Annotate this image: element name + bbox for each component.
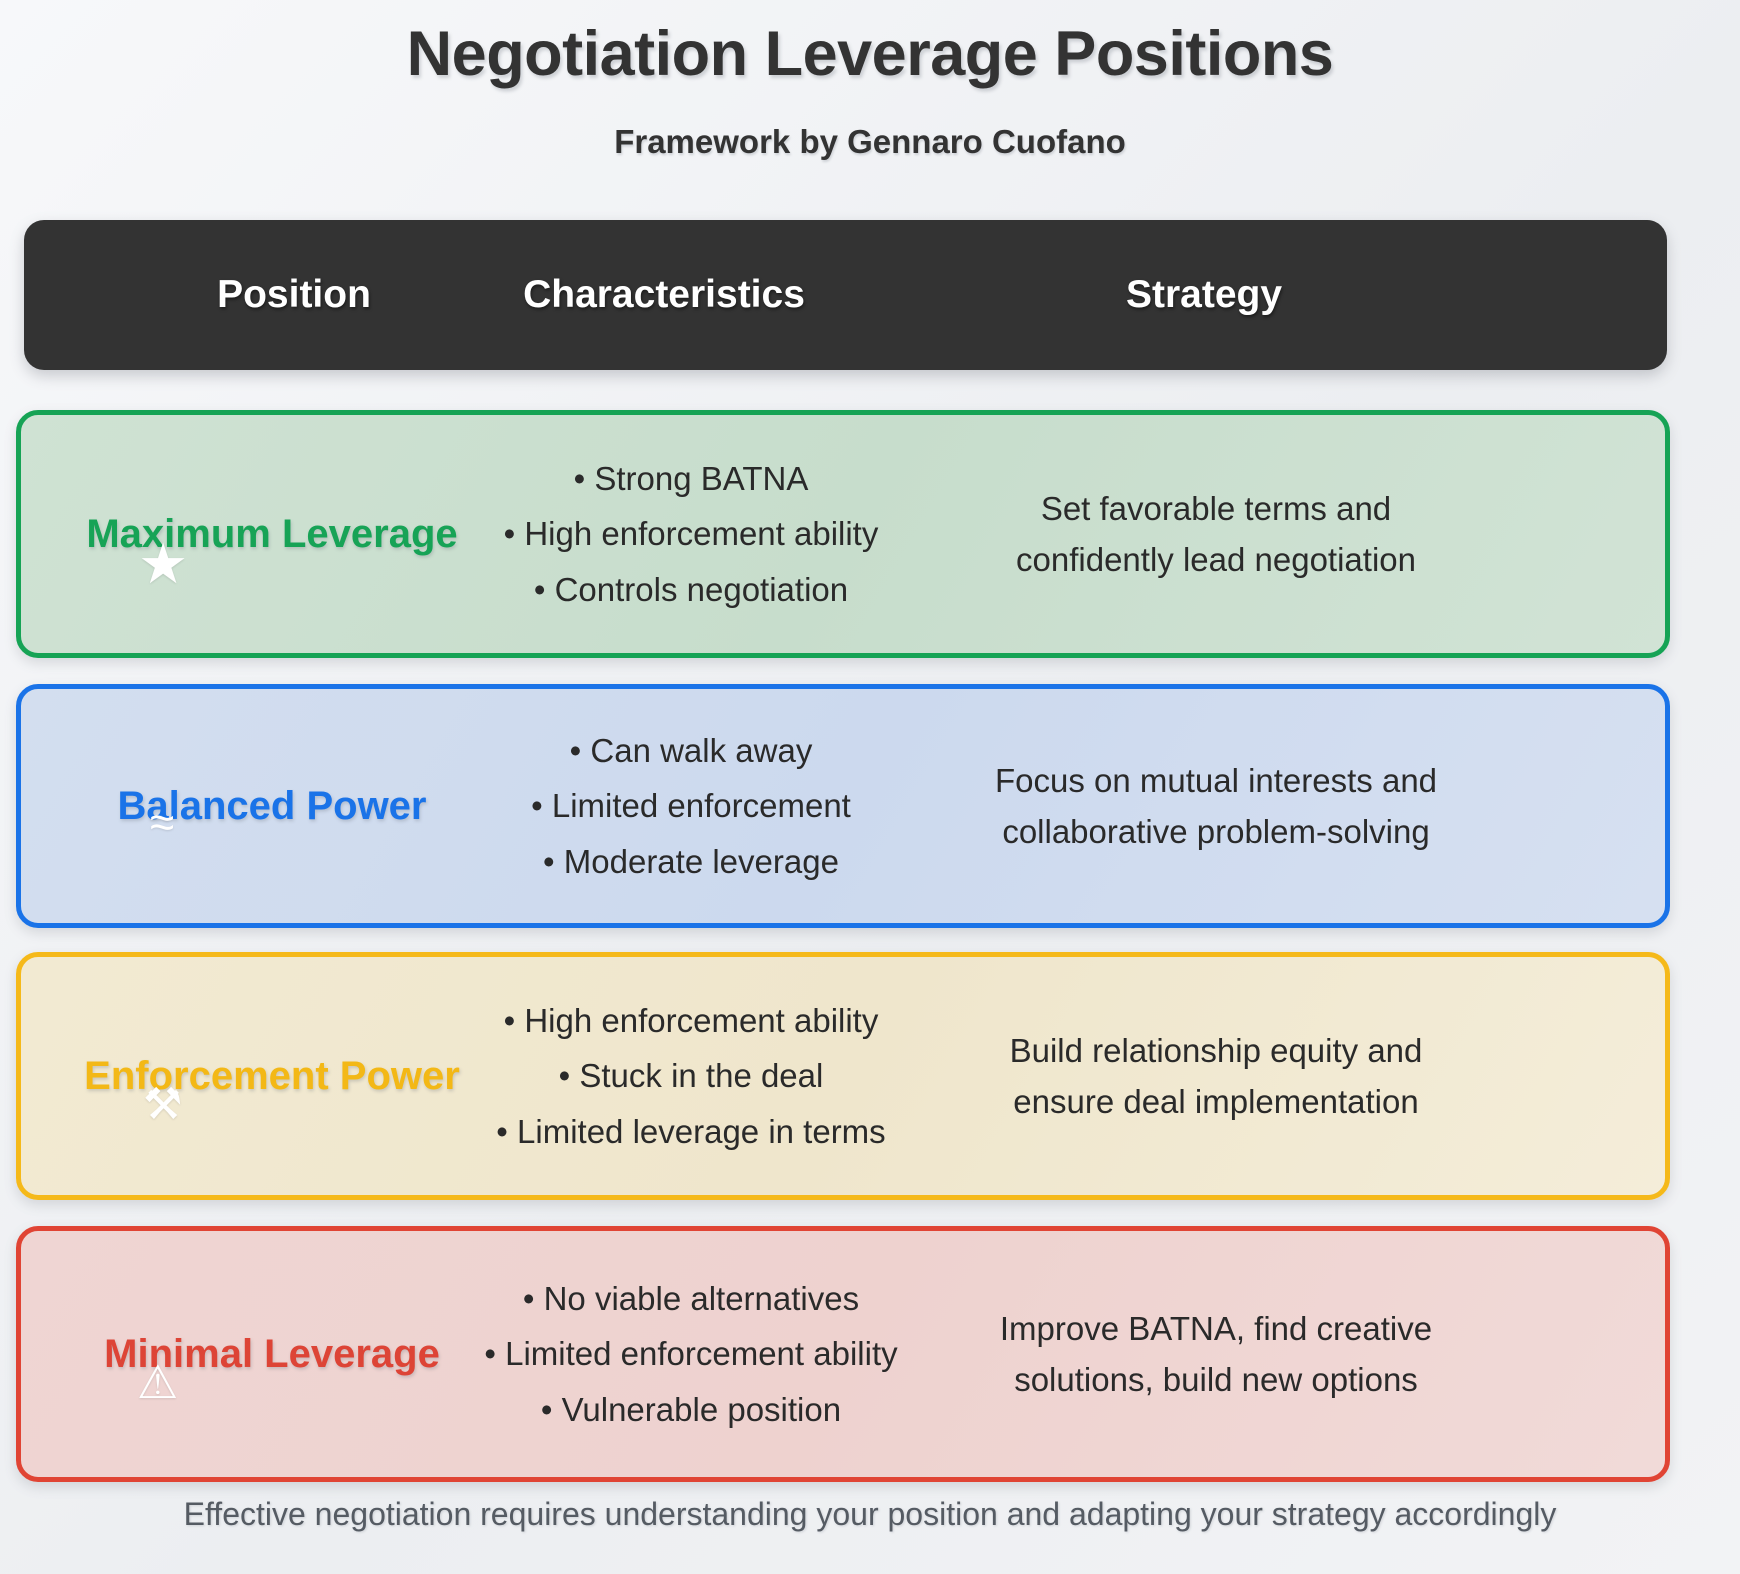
table-row-balanced-power[interactable]: Balanced Power ≈ • Can walk away • Limit…: [16, 684, 1670, 928]
strategy-line: confidently lead negotiation: [1016, 541, 1416, 578]
position-cell: Maximum Leverage ★: [37, 415, 507, 653]
page-title: Negotiation Leverage Positions: [406, 19, 1334, 89]
strategy-line: ensure deal implementation: [1013, 1083, 1419, 1120]
characteristics-cell: • No viable alternatives • Limited enfor…: [461, 1231, 921, 1477]
characteristic-item: • No viable alternatives: [522, 1279, 860, 1317]
strategy-cell: Focus on mutual interests and collaborat…: [956, 689, 1476, 923]
characteristic-item: • Strong BATNA: [573, 459, 809, 497]
strategy-line: collaborative problem-solving: [1002, 813, 1430, 850]
characteristic-item: • Vulnerable position: [540, 1390, 842, 1428]
page-subtitle: Framework by Gennaro Cuofano: [614, 123, 1126, 160]
characteristics-cell: • Can walk away • Limited enforcement • …: [461, 689, 921, 923]
strategy-line: solutions, build new options: [1014, 1361, 1418, 1398]
characteristic-item: • Limited leverage in terms: [496, 1112, 886, 1150]
strategy-line: Build relationship equity and: [1009, 1031, 1423, 1069]
position-label: Minimal Leverage: [104, 1331, 440, 1376]
characteristic-item: • Moderate leverage: [543, 842, 839, 880]
position-label: Enforcement Power: [84, 1053, 460, 1098]
position-cell: Minimal Leverage ⚠: [37, 1231, 507, 1477]
characteristics-cell: • High enforcement ability • Stuck in th…: [461, 957, 921, 1195]
characteristic-item: • High enforcement ability: [503, 515, 879, 553]
characteristic-item: • Can walk away: [569, 731, 813, 769]
table-header-bar: Position Characteristics Strategy: [24, 220, 1667, 370]
position-label: Balanced Power: [117, 783, 427, 828]
characteristic-item: • Limited enforcement ability: [484, 1335, 898, 1373]
characteristic-item: • Stuck in the deal: [558, 1057, 824, 1095]
position-cell: Enforcement Power ⚒: [37, 957, 507, 1195]
strategy-line: Focus on mutual interests and: [994, 761, 1438, 799]
column-header-position: Position: [217, 273, 371, 316]
strategy-line: Improve BATNA, find creative: [999, 1309, 1433, 1347]
table-row-enforcement-power[interactable]: Enforcement Power ⚒ • High enforcement a…: [16, 952, 1670, 1200]
strategy-cell: Build relationship equity and ensure dea…: [956, 957, 1476, 1195]
strategy-line: Set favorable terms and: [1040, 489, 1392, 527]
strategy-cell: Improve BATNA, find creative solutions, …: [956, 1231, 1476, 1477]
characteristic-item: • Controls negotiation: [533, 570, 849, 608]
footer-note: Effective negotiation requires understan…: [183, 1496, 1557, 1532]
characteristic-item: • High enforcement ability: [503, 1001, 879, 1039]
column-header-strategy: Strategy: [1125, 273, 1283, 316]
position-label: Maximum Leverage: [86, 511, 458, 556]
characteristics-cell: • Strong BATNA • High enforcement abilit…: [461, 415, 921, 653]
table-row-minimal-leverage[interactable]: Minimal Leverage ⚠ • No viable alternati…: [16, 1226, 1670, 1482]
table-row-maximum-leverage[interactable]: Maximum Leverage ★ • Strong BATNA • High…: [16, 410, 1670, 658]
characteristic-item: • Limited enforcement: [531, 787, 851, 825]
column-header-characteristics: Characteristics: [523, 273, 805, 316]
position-cell: Balanced Power ≈: [37, 689, 507, 923]
strategy-cell: Set favorable terms and confidently lead…: [956, 415, 1476, 653]
